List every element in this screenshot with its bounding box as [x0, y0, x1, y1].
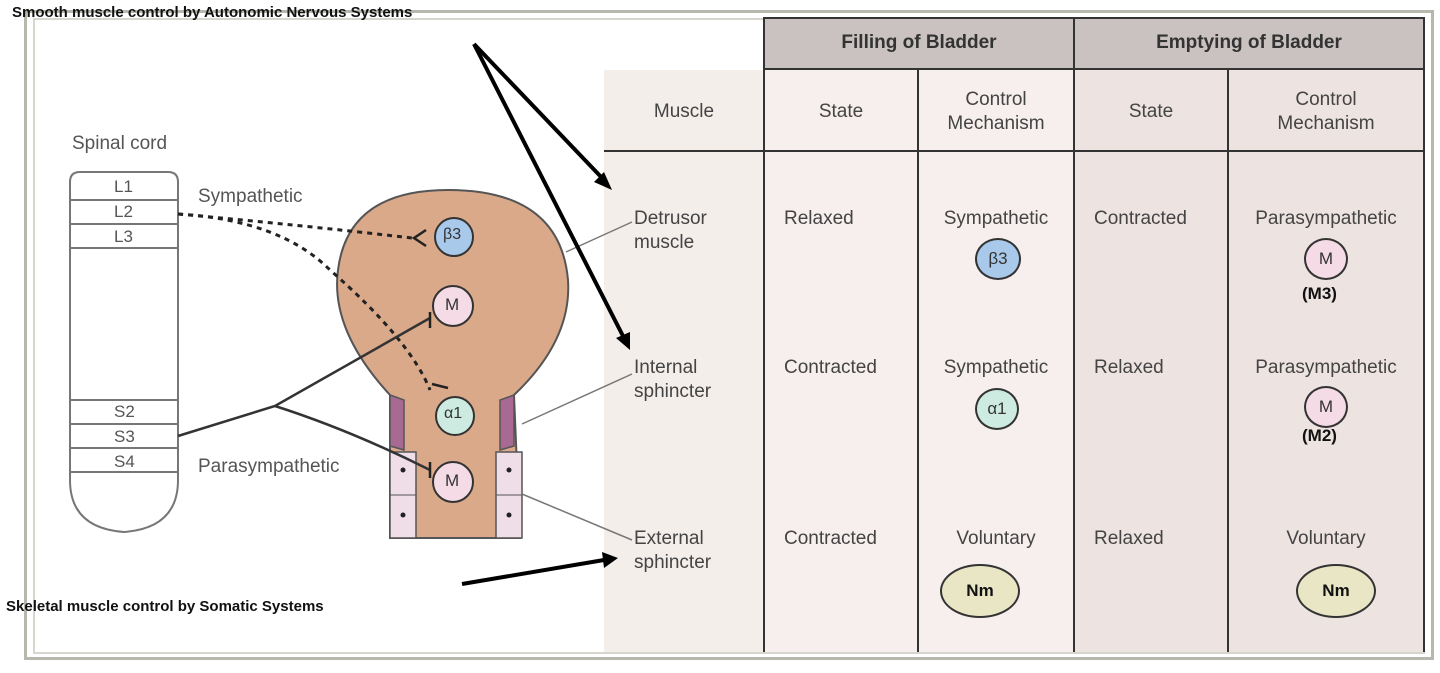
row-detrusor-empty-control: Parasympathetic	[1255, 208, 1397, 229]
muscle-column-bg	[604, 70, 764, 652]
row-detrusor-fill-control: Sympathetic	[943, 208, 1049, 229]
row-external-fill-state: Contracted	[784, 528, 877, 549]
col-header-fill-control-line2: Mechanism	[947, 113, 1045, 134]
row-internal-fill-state: Contracted	[784, 357, 877, 378]
row-internal-empty-control: Parasympathetic	[1255, 357, 1397, 378]
m-lower-label: M	[445, 471, 460, 490]
row-detrusor-fill-state: Relaxed	[784, 208, 854, 229]
row-internal-fill-control: Sympathetic	[943, 357, 1049, 378]
nicotinic-receptor-icon: Nm	[940, 564, 1020, 618]
col-header-empty-control: Control Mechanism	[1228, 88, 1424, 136]
row-external-empty-control: Voluntary	[1286, 528, 1366, 549]
beta3-label: β3	[443, 226, 462, 243]
muscarinic-receptor-icon: M	[1304, 238, 1348, 280]
segment-s4: S4	[114, 452, 135, 471]
muscarinic-receptor-icon	[432, 285, 474, 327]
header-filling-label: Filling of Bladder	[841, 32, 997, 53]
m-upper-label: M	[445, 295, 460, 314]
table-divider	[763, 18, 765, 652]
table-divider	[1423, 18, 1425, 652]
row-external-fill-control: Voluntary	[956, 528, 1036, 549]
internal-sphincter-left	[389, 393, 405, 451]
col-header-muscle: Muscle	[653, 101, 715, 122]
m3-label: (M3)	[1302, 284, 1337, 303]
segment-l1: L1	[114, 177, 133, 196]
col-fill-state-bg	[764, 68, 918, 652]
header-emptying: Emptying of Bladder	[1074, 18, 1424, 68]
muscarinic-receptor-icon	[432, 461, 474, 503]
row-internal-empty-state: Relaxed	[1094, 357, 1164, 378]
row-detrusor-muscle: Detrusor muscle	[634, 207, 754, 255]
bladder-shape	[336, 188, 570, 539]
table-divider	[763, 68, 1425, 70]
annotation-somatic: Skeletal muscle control by Somatic Syste…	[6, 598, 324, 615]
sympathetic-label: Sympathetic	[198, 186, 303, 207]
alpha1-receptor-icon	[435, 396, 475, 436]
muscle-name-line2: muscle	[634, 232, 695, 253]
spinal-cord-label: Spinal cord	[72, 133, 168, 154]
muscle-name-line1: Internal	[634, 357, 698, 378]
internal-sphincter-right	[499, 393, 515, 451]
nicotinic-receptor-icon: Nm	[1296, 564, 1376, 618]
row-internal-muscle: Internal sphincter	[634, 356, 754, 404]
row-detrusor-empty-state: Contracted	[1094, 208, 1187, 229]
alpha1-label: α1	[444, 405, 463, 422]
col-header-empty-control-line2: Mechanism	[1277, 113, 1375, 134]
muscle-name-line2: sphincter	[634, 381, 712, 402]
table-divider	[763, 17, 1425, 19]
table-divider	[1073, 18, 1075, 652]
col-header-fill-state: State	[818, 101, 864, 122]
segment-s3: S3	[114, 427, 135, 446]
muscarinic-receptor-icon: M	[1304, 386, 1348, 428]
alpha1-receptor-icon: α1	[975, 388, 1019, 430]
segment-l3: L3	[114, 227, 133, 246]
col-empty-control-bg	[1228, 68, 1424, 652]
col-header-fill-control: Control Mechanism	[918, 88, 1074, 136]
muscle-name-line1: Detrusor	[634, 208, 707, 229]
row-external-empty-state: Relaxed	[1094, 528, 1164, 549]
col-fill-control-bg	[918, 68, 1074, 652]
table-divider	[917, 68, 919, 652]
bladder-control-table: Filling of Bladder Emptying of Bladder	[764, 18, 1424, 652]
muscle-name-line2: sphincter	[634, 552, 712, 573]
col-header-empty-state: State	[1128, 101, 1174, 122]
col-empty-state-bg	[1074, 68, 1228, 652]
table-divider	[604, 150, 1425, 152]
muscle-name-line1: External	[634, 528, 704, 549]
col-header-empty-control-line1: Control	[1295, 89, 1357, 110]
m2-label: (M2)	[1302, 426, 1337, 445]
beta3-receptor-icon	[434, 217, 474, 257]
row-external-muscle: External sphincter	[634, 527, 754, 575]
annotation-autonomic: Smooth muscle control by Autonomic Nervo…	[12, 4, 413, 21]
spinal-cord-shape	[69, 171, 179, 534]
parasympathetic-label: Parasympathetic	[198, 456, 340, 477]
header-filling: Filling of Bladder	[764, 18, 1074, 68]
beta3-receptor-icon: β3	[975, 238, 1021, 280]
table-divider	[1227, 68, 1229, 652]
header-emptying-label: Emptying of Bladder	[1156, 32, 1342, 53]
segment-s2: S2	[114, 402, 135, 421]
col-header-fill-control-line1: Control	[965, 89, 1027, 110]
segment-l2: L2	[114, 202, 133, 221]
